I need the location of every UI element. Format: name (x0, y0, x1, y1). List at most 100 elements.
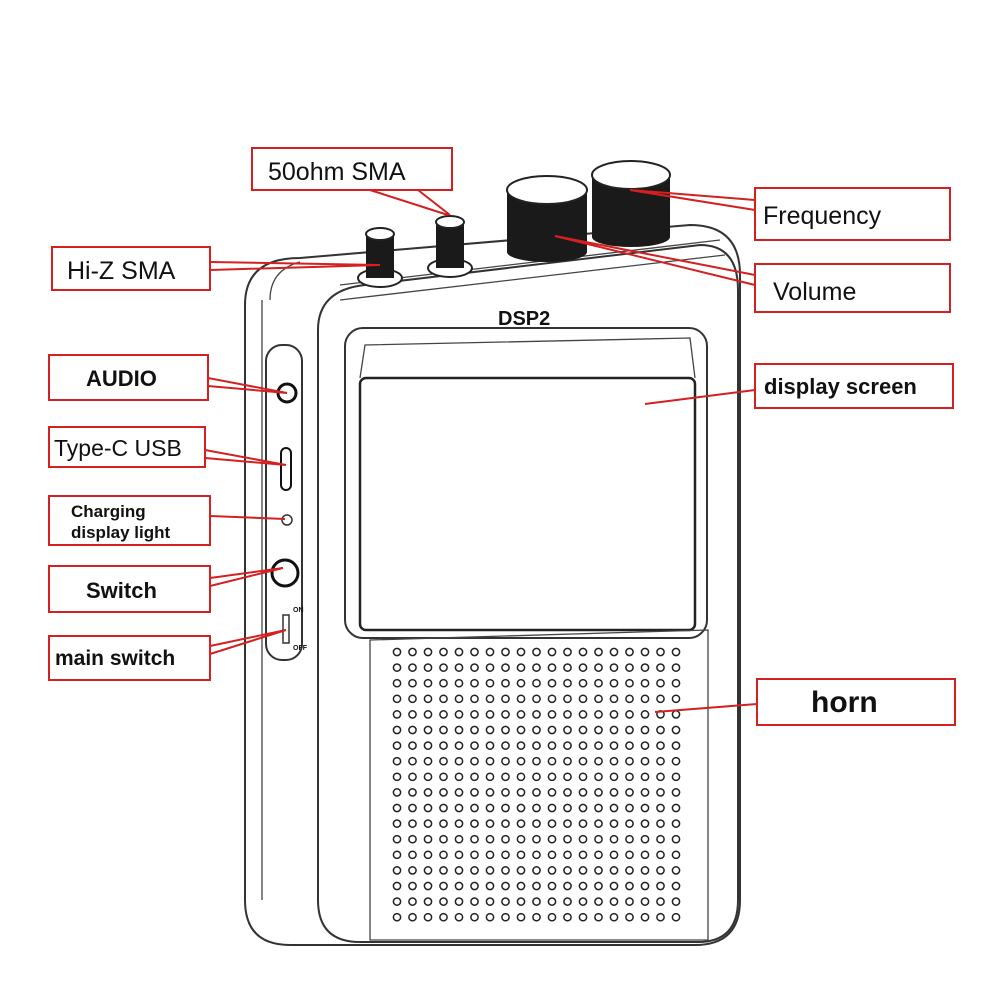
grille-hole (563, 678, 572, 688)
grille-hole (392, 710, 402, 719)
grille-hole (485, 756, 495, 766)
grille-hole (609, 803, 619, 813)
grille-hole (392, 741, 402, 750)
volume-knob[interactable] (506, 175, 588, 262)
grille-hole (625, 897, 634, 906)
grille-hole (439, 710, 448, 719)
grille-hole (392, 788, 402, 797)
frequency-knob[interactable] (591, 160, 671, 247)
grille-hole (671, 694, 681, 704)
grille-hole (625, 772, 634, 782)
grille-hole (547, 694, 557, 704)
grille-hole (640, 756, 650, 766)
svg-text:50ohm SMA: 50ohm SMA (268, 158, 406, 186)
grille-hole (485, 694, 495, 704)
hiz-sma-connector[interactable] (357, 227, 403, 288)
grille-hole (640, 881, 650, 891)
grille-hole (501, 803, 510, 813)
sma-50ohm-connector[interactable] (427, 215, 473, 278)
grille-hole (640, 710, 650, 719)
grille-hole (671, 897, 681, 906)
grille-hole (485, 647, 495, 657)
grille-hole (439, 678, 448, 688)
grille-hole (656, 678, 665, 688)
grille-hole (439, 866, 448, 875)
grille-hole (516, 881, 526, 891)
grille-hole (594, 694, 603, 704)
grille-hole (609, 772, 619, 782)
grille-hole (423, 663, 433, 672)
grille-hole (501, 866, 510, 875)
grille-hole (594, 897, 603, 906)
grille-hole (532, 912, 541, 922)
grille-hole (594, 803, 603, 813)
grille-hole (656, 866, 665, 875)
grille-hole (578, 866, 588, 875)
callout-hiz-sma: Hi-Z SMA (51, 246, 211, 291)
grille-hole (532, 772, 541, 782)
grille-hole (392, 850, 402, 860)
grille-hole (671, 725, 681, 735)
grille-hole (423, 772, 433, 782)
grille-hole (671, 647, 681, 657)
grille-hole (547, 803, 557, 813)
grille-hole (640, 803, 650, 813)
grille-hole (423, 834, 433, 844)
grille-hole (578, 694, 588, 704)
grille-hole (485, 897, 495, 906)
grille-hole (423, 678, 433, 688)
grille-hole (640, 834, 650, 844)
grille-hole (609, 912, 619, 922)
grille-hole (547, 866, 557, 875)
grille-hole (609, 756, 619, 766)
grille-hole (485, 866, 495, 875)
grille-hole (578, 772, 588, 782)
grille-hole (454, 741, 464, 750)
grille-hole (594, 663, 603, 672)
grille-hole (392, 663, 402, 672)
grille-hole (609, 881, 619, 891)
grille-hole (454, 803, 464, 813)
power-button[interactable] (270, 558, 300, 588)
grille-hole (392, 694, 402, 704)
grille-hole (656, 850, 665, 860)
grille-hole (485, 819, 495, 828)
grille-hole (485, 850, 495, 860)
grille-hole (408, 756, 417, 766)
grille-hole (547, 897, 557, 906)
grille-hole (532, 756, 541, 766)
grille-hole (532, 741, 541, 750)
grille-hole (439, 834, 448, 844)
grille-hole (408, 819, 417, 828)
grille-hole (625, 756, 634, 766)
grille-hole (547, 678, 557, 688)
main-switch-slider[interactable] (282, 614, 290, 644)
grille-hole (423, 710, 433, 719)
grille-hole (454, 725, 464, 735)
grille-hole (470, 881, 479, 891)
model-label: DSP2 (498, 308, 550, 330)
switch-off-label: OFF (293, 645, 308, 652)
grille-hole (516, 710, 526, 719)
grille-hole (501, 694, 510, 704)
grille-hole (454, 788, 464, 797)
grille-hole (454, 897, 464, 906)
grille-hole (516, 834, 526, 844)
grille-hole (392, 897, 402, 906)
grille-hole (532, 850, 541, 860)
grille-hole (656, 819, 665, 828)
grille-hole (408, 678, 417, 688)
grille-hole (423, 850, 433, 860)
grille-hole (454, 772, 464, 782)
usb-c-port[interactable] (280, 447, 292, 491)
grille-hole (640, 741, 650, 750)
grille-hole (532, 819, 541, 828)
grille-hole (516, 694, 526, 704)
grille-hole (609, 678, 619, 688)
grille-hole (625, 819, 634, 828)
grille-hole (625, 663, 634, 672)
grille-hole (532, 663, 541, 672)
grille-hole (532, 803, 541, 813)
grille-hole (547, 788, 557, 797)
